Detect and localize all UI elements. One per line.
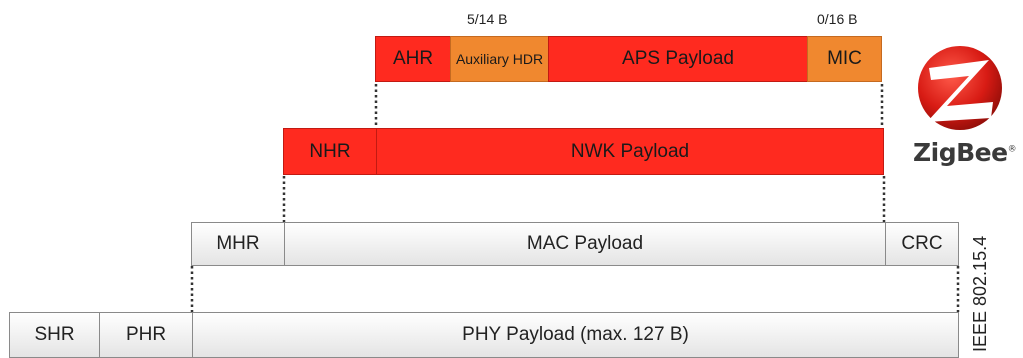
mac-mhr-field: MHR (191, 222, 285, 266)
mac-crc-field: CRC (885, 222, 959, 266)
ieee-standard-label: IEEE 802.15.4 (970, 235, 990, 352)
aps-payload-field: APS Payload (548, 36, 808, 82)
zigbee-logo-text: ZigBee® (913, 138, 1017, 167)
phy-payload-field: PHY Payload (max. 127 B) (192, 312, 959, 358)
mic-size-label: 0/16 B (817, 11, 858, 27)
phy-phr-field: PHR (99, 312, 193, 358)
nwk-nhr-field: NHR (283, 128, 377, 175)
nwk-payload-field: NWK Payload (376, 128, 884, 175)
mac-payload-field: MAC Payload (284, 222, 886, 266)
aux-hdr-size-label: 5/14 B (467, 11, 508, 27)
phy-shr-field: SHR (9, 312, 100, 358)
aps-ahr-field: AHR (375, 36, 451, 82)
aps-auxiliary-hdr-field: Auxiliary HDR (450, 36, 549, 82)
aps-mic-field: MIC (807, 36, 882, 82)
zigbee-logo-icon (918, 46, 1002, 130)
